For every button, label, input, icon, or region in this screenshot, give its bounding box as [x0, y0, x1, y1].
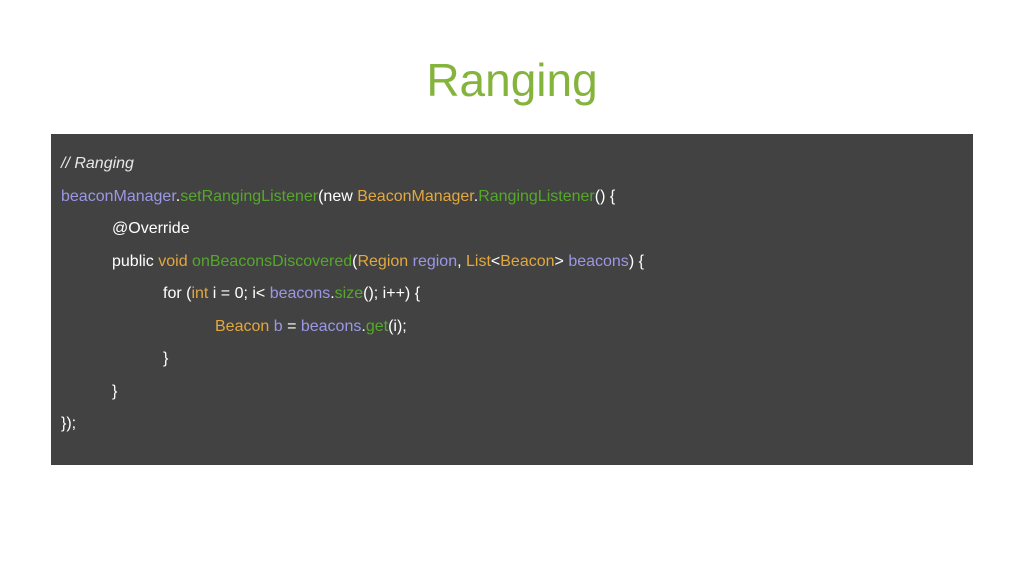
code-line: Beacon b = beacons.get(i);	[51, 311, 973, 344]
code-line: // Ranging	[51, 148, 973, 181]
code-token-plain: >	[554, 252, 569, 270]
code-token-var: beacons	[269, 285, 331, 302]
code-line: });	[51, 408, 973, 441]
code-token-type: Beacon	[500, 252, 555, 270]
code-line: beaconManager.setRangingListener(new Bea…	[51, 181, 973, 214]
code-token-type: int	[191, 285, 213, 302]
code-token-method: size	[334, 285, 364, 302]
slide-title: Ranging	[426, 54, 598, 106]
code-token-plain: .	[361, 317, 366, 335]
code-token-plain: public	[112, 252, 159, 270]
code-token-var: beacons	[568, 252, 629, 270]
code-token-var: beacons	[300, 317, 362, 335]
code-token-type: void	[158, 252, 193, 270]
code-token-plain: =	[282, 317, 301, 335]
code-token-plain: .	[175, 187, 181, 205]
code-token-plain: ) {	[628, 252, 644, 270]
code-token-comment: // Ranging	[61, 155, 134, 172]
code-token-plain: .	[330, 285, 335, 302]
code-token-plain: i = 0; i<	[212, 285, 270, 302]
code-line: }	[51, 343, 973, 376]
code-token-plain: .	[473, 187, 479, 205]
code-token-type: List	[466, 252, 491, 270]
code-token-type: Beacon	[215, 317, 274, 335]
code-line: @Override	[51, 213, 973, 246]
code-token-plain: (); i++) {	[363, 285, 421, 302]
code-token-var: region	[412, 252, 458, 270]
code-token-type: BeaconManager	[357, 187, 474, 205]
code-token-plain: () {	[594, 187, 616, 205]
code-token-method: get	[365, 317, 389, 335]
code-line: }	[51, 376, 973, 409]
code-line: public void onBeaconsDiscovered(Region r…	[51, 246, 973, 279]
code-token-var: b	[273, 317, 283, 335]
code-block: // Ranging beaconManager.setRangingListe…	[51, 134, 973, 465]
code-token-var: beaconManager	[61, 187, 176, 205]
code-token-plain: <	[490, 252, 501, 270]
code-token-plain: (new	[318, 187, 358, 205]
code-token-type: Region	[357, 252, 413, 270]
code-token-plain: @Override	[112, 220, 190, 237]
code-token-plain: }	[112, 382, 118, 400]
code-token-method: setRangingListener	[180, 187, 319, 205]
code-token-plain: (	[352, 252, 358, 270]
code-token-plain: (i);	[388, 317, 407, 335]
code-token-method: RangingListener	[478, 187, 595, 205]
code-token-plain: for (	[163, 285, 192, 302]
code-token-plain: }	[163, 350, 169, 367]
code-token-plain: ,	[457, 252, 466, 270]
code-token-plain: });	[61, 415, 77, 432]
code-token-method: onBeaconsDiscovered	[192, 252, 353, 270]
code-line: for (int i = 0; i< beacons.size(); i++) …	[51, 278, 973, 311]
